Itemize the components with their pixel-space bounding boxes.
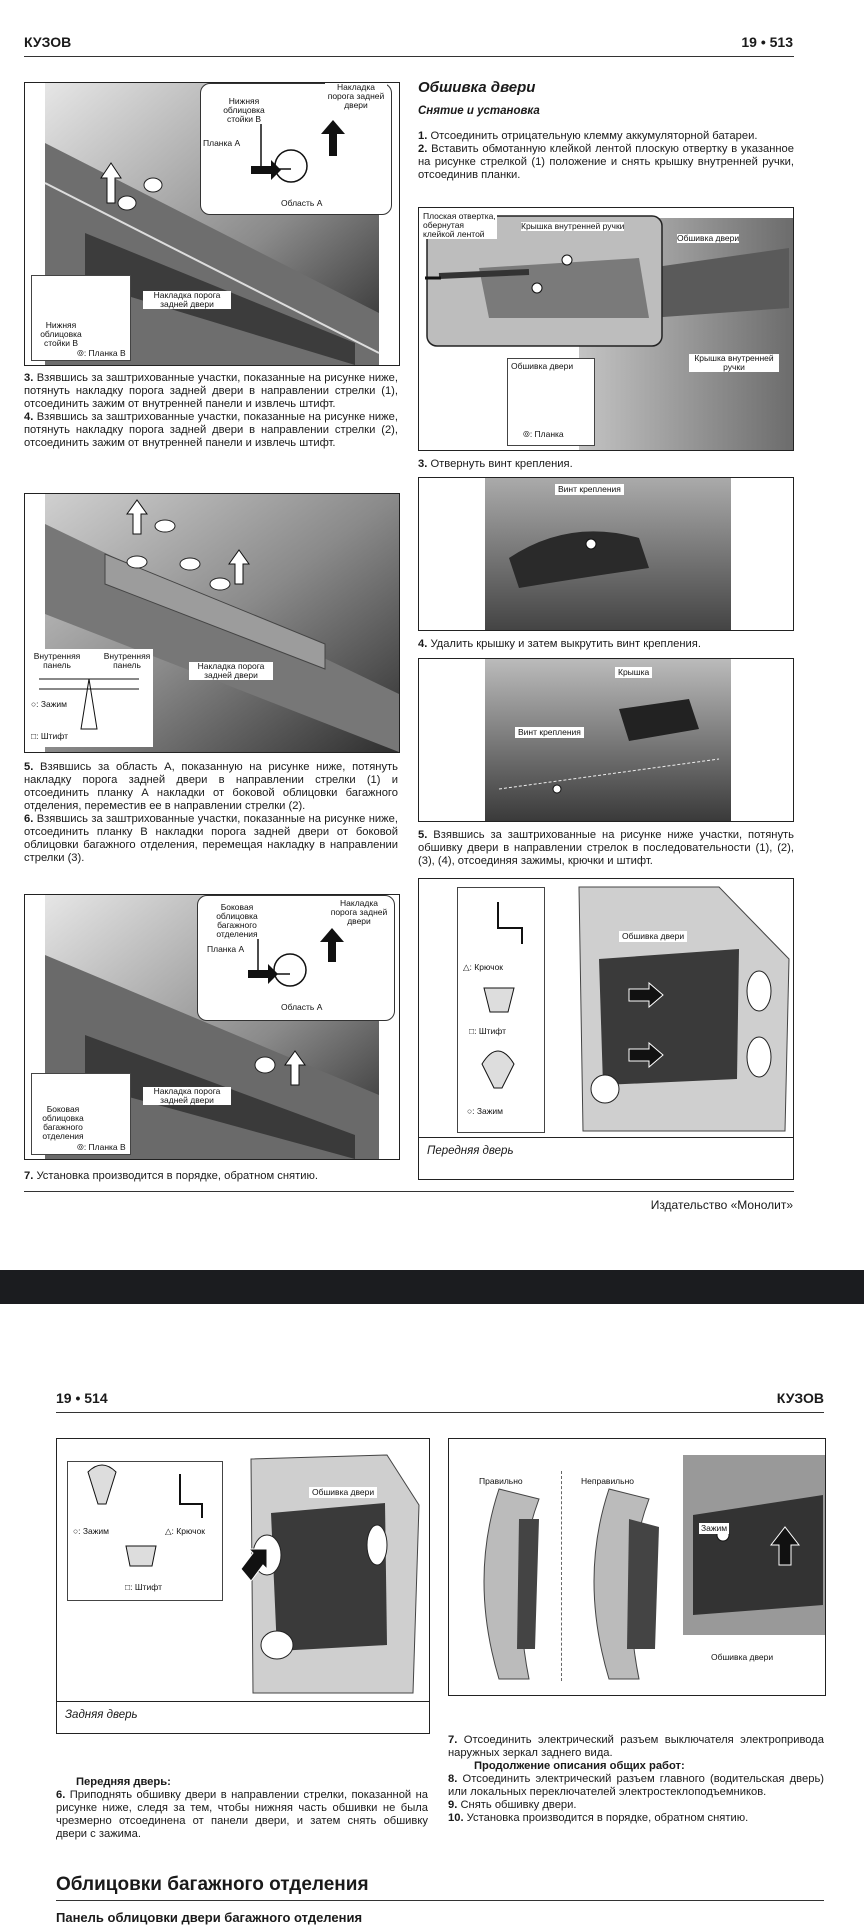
- section-door-trim: Обшивка двери: [418, 79, 536, 96]
- label-door-trim-9: Обшивка двери: [711, 1652, 774, 1662]
- figure-handle-cover: Плоская отвертка, обернутая клейкой лент…: [418, 207, 794, 451]
- label-door-trim-8: Обшивка двери: [309, 1487, 378, 1498]
- section-title-514: КУЗОВ: [776, 1390, 824, 1406]
- step-7-text: 7. Установка производится в порядке, обр…: [24, 1170, 318, 1182]
- label-screw: Винт крепления: [555, 484, 624, 495]
- subheading-trunk-door: Панель облицовки двери багажного отделен…: [56, 1910, 363, 1925]
- rear-door-photo: [240, 1454, 420, 1694]
- handle-photo: [425, 215, 793, 450]
- trim-lift-photo: [683, 1455, 825, 1635]
- publisher: Издательство «Монолит»: [650, 1198, 793, 1212]
- label-clip: ○: Зажим: [31, 699, 68, 709]
- figure-rear-sill-2: Внутренняя панель Внутренняя панель ○: З…: [24, 493, 400, 753]
- label-area-a: Область А: [281, 198, 323, 208]
- label-rear-sill-2: Накладка порога задней двери: [189, 662, 273, 680]
- figure-rear-sill-1: Нижняя облицовка стойки В Накладка порог…: [24, 82, 400, 366]
- step-1-2-text: 1. Отсоединить отрицательную клемму акку…: [418, 130, 795, 181]
- label-pin: □: Штифт: [31, 731, 68, 741]
- label-strip-a: Планка А: [203, 138, 241, 148]
- step-7-514-text: 7. Отсоединить электрический разъем выкл…: [448, 1734, 825, 1824]
- label-rear-sill: Накладка порога задней двери: [143, 291, 231, 309]
- label-door-trim-2: Обшивка двери: [511, 361, 574, 371]
- label-strip: ⦾: Планка: [523, 429, 564, 439]
- section-title: КУЗОВ: [24, 34, 72, 50]
- figure-rear-sill-3: Боковая облицовка багажного отделения На…: [24, 894, 400, 1160]
- cover-photo: [485, 659, 731, 821]
- step-5-text: 5. Взявшись за область А, показанную на …: [24, 761, 399, 864]
- label-screwdriver: Плоская отвертка, обернутая клейкой лент…: [423, 211, 497, 239]
- screw-photo: [485, 478, 731, 630]
- figure-cover-screw: Крышка Винт крепления: [418, 658, 794, 822]
- side-view-photos: [483, 1488, 659, 1680]
- label-pin-8: □: Штифт: [125, 1582, 162, 1592]
- label-clip-7: ○: Зажим: [467, 1106, 504, 1116]
- label-side-inset: Боковая облицовка багажного отделения: [35, 1105, 91, 1141]
- label-inner-panel-1: Внутренняя панель: [31, 652, 83, 670]
- figure-correct-incorrect: Правильно Неправильно Зажим Обшивка двер…: [448, 1438, 826, 1696]
- step-4r-text: 4. Удалить крышку и затем выкрутить винт…: [418, 638, 701, 650]
- heading-trunk-trim: Облицовки багажного отделения: [56, 1874, 369, 1895]
- label-side-trunk-trim: Боковая облицовка багажного отделения: [205, 903, 269, 939]
- page-number: 19 • 513: [741, 34, 793, 50]
- page-number-514: 19 • 514: [56, 1390, 108, 1406]
- step-5r-text: 5. Взявшись за заштрихованные на рисунке…: [418, 829, 794, 867]
- label-pin-7: □: Штифт: [469, 1026, 506, 1036]
- label-hook-8: △: Крючок: [165, 1526, 206, 1536]
- label-strip-b-3: ⦾: Планка В: [77, 1142, 126, 1152]
- figure-rear-door: ○: Зажим △: Крючок □: Штифт Обшивка двер…: [56, 1438, 430, 1734]
- label-clip-8: ○: Зажим: [73, 1526, 110, 1536]
- label-cover: Крышка: [615, 667, 653, 678]
- figure-screw: Винт крепления: [418, 477, 794, 631]
- label-handle-cover-2: Крышка внутренней ручки: [689, 354, 779, 372]
- label-clip-9: Зажим: [699, 1523, 730, 1534]
- label-hook: △: Крючок: [463, 962, 504, 972]
- page-separator: [0, 1270, 864, 1304]
- label-lower-b-trim: Нижняя облицовка стойки В: [211, 97, 277, 124]
- step-3-text: 3. Взявшись за заштрихованные участки, п…: [24, 372, 398, 449]
- figure-front-door: △: Крючок □: Штифт ○: Зажим Обшивка двер…: [418, 878, 794, 1180]
- caption-front-door: Передняя дверь: [427, 1145, 514, 1157]
- label-handle-cover: Крышка внутренней ручки: [521, 221, 625, 231]
- sill-photo-2: [45, 494, 399, 752]
- label-strip-a-3: Планка А: [207, 944, 245, 954]
- door-photo: [578, 886, 790, 1132]
- step-3r-text: 3. Отвернуть винт крепления.: [418, 458, 573, 470]
- label-inner-panel-2: Внутренняя панель: [103, 651, 151, 670]
- label-door-trim-7: Обшивка двери: [619, 931, 688, 942]
- label-correct: Правильно: [479, 1476, 523, 1486]
- label-area-a-3: Область А: [281, 1002, 323, 1012]
- label-incorrect: Неправильно: [581, 1476, 634, 1486]
- label-door-trim: Обшивка двери: [677, 233, 740, 243]
- legend-box: [457, 887, 545, 1133]
- label-strip-b: ⦾: Планка В: [77, 348, 126, 358]
- label-rear-sill-3: Накладка порога задней двери: [143, 1087, 231, 1105]
- label-screw-2: Винт крепления: [515, 727, 584, 738]
- label-lower-b-inset: Нижняя облицовка стойки В: [35, 321, 87, 348]
- label-rear-sill-top: Накладка порога задней двери: [325, 83, 387, 110]
- caption-rear-door: Задняя дверь: [65, 1709, 138, 1721]
- label-rear-sill-top-3: Накладка порога задней двери: [329, 898, 389, 926]
- subsection-removal: Снятие и установка: [418, 105, 540, 117]
- front-door-text: Передняя дверь: 6. Приподнять обшивку дв…: [56, 1776, 428, 1840]
